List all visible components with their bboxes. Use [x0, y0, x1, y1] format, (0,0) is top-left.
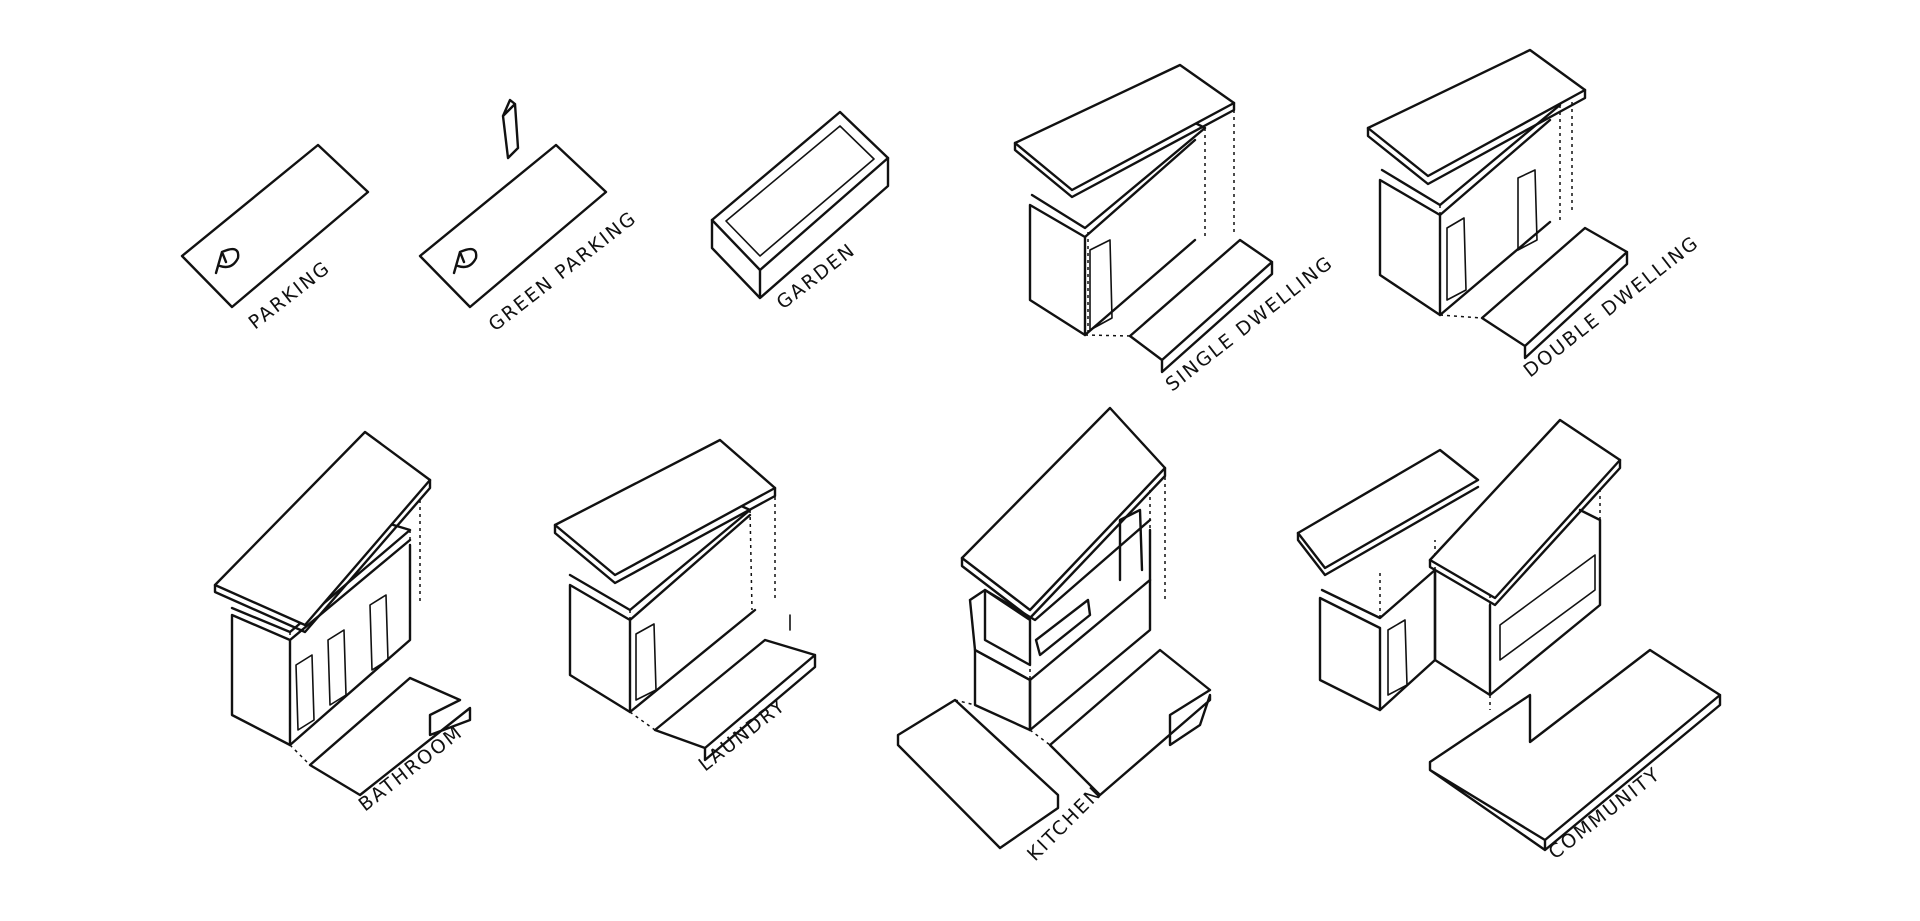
label-bathroom: BATHROOM [355, 721, 468, 816]
label-laundry: LAUNDRY [695, 694, 791, 776]
community-module: COMMUNITY [1296, 418, 1722, 864]
label-green-parking: GREEN PARKING [485, 207, 642, 336]
garden-module: GARDEN [710, 110, 890, 314]
label-parking: PARKING [245, 257, 335, 334]
charging-post-icon [501, 98, 520, 160]
label-community: COMMUNITY [1545, 763, 1666, 864]
parking-sign-icon [452, 247, 478, 275]
label-single-dwelling: SINGLE DWELLING [1162, 252, 1338, 396]
parking-module: PARKING [180, 143, 370, 334]
single-dwelling-module: SINGLE DWELLING [1013, 63, 1338, 396]
double-dwelling-module: DOUBLE DWELLING [1366, 48, 1704, 382]
bathroom-module: BATHROOM [213, 430, 472, 816]
laundry-module: LAUNDRY [553, 438, 817, 776]
green-parking-module: GREEN PARKING [418, 98, 642, 336]
parking-sign-icon [214, 247, 240, 275]
kitchen-module: KITCHEN [896, 406, 1212, 866]
label-double-dwelling: DOUBLE DWELLING [1520, 231, 1704, 382]
